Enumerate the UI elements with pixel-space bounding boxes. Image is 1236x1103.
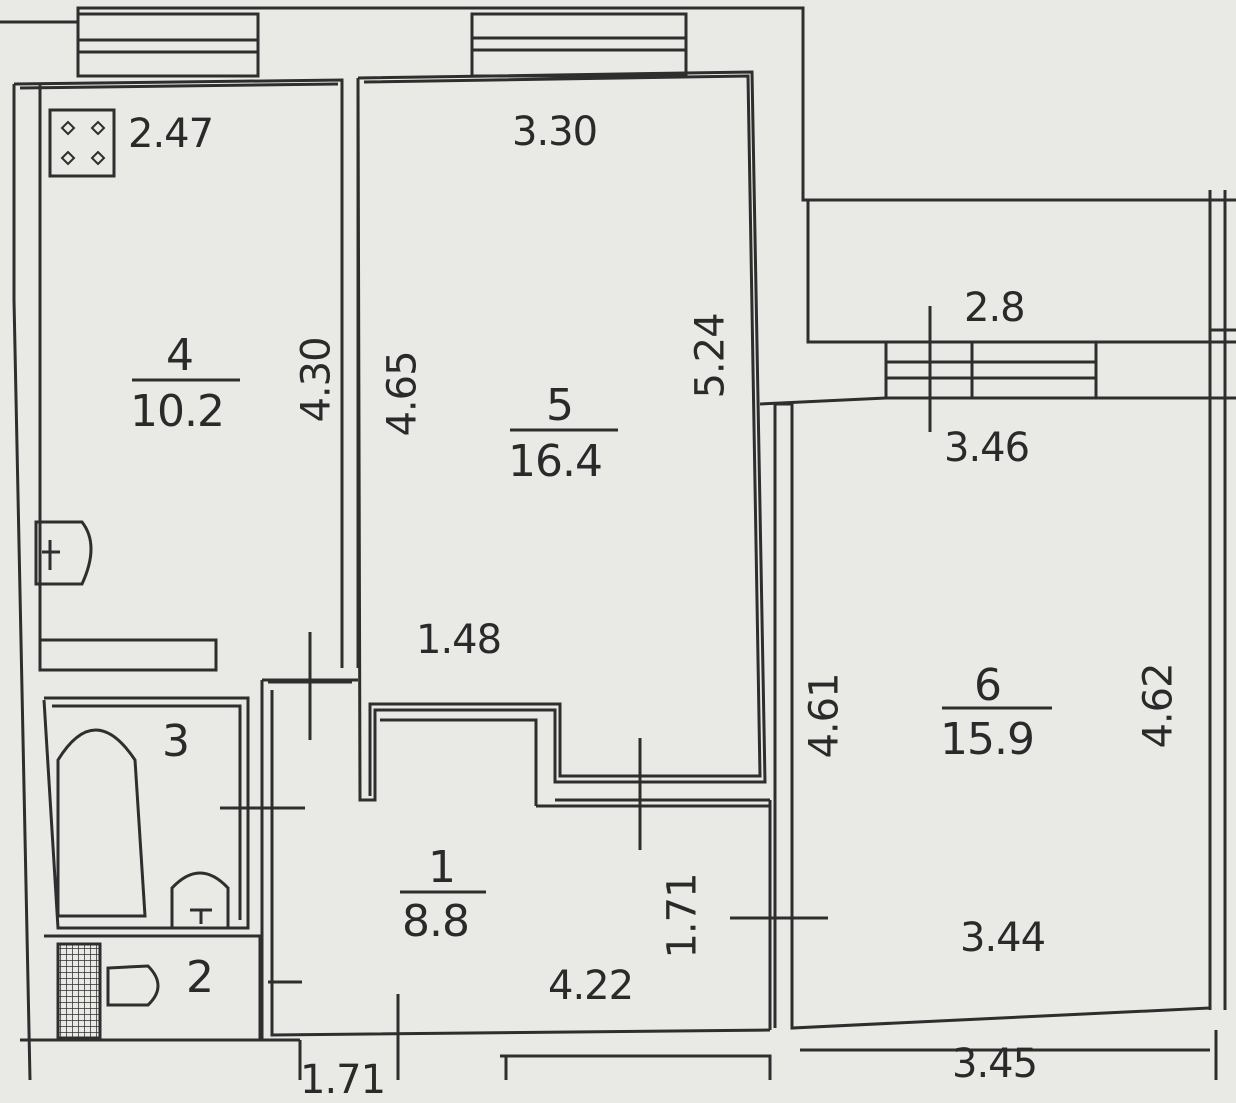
room6-number: 6 (974, 660, 1002, 711)
door-ticks (220, 306, 932, 1080)
walls (0, 6, 1236, 1080)
dim-1-71-bottom: 1.71 (300, 1057, 386, 1103)
outer-wall-top (0, 6, 1236, 202)
window-kitchen (76, 12, 260, 78)
bathtub (56, 728, 147, 918)
room2-number: 2 (186, 952, 214, 1003)
room5-number: 5 (546, 380, 574, 431)
room5-area: 16.4 (508, 436, 603, 487)
stove (48, 108, 116, 178)
dim-4-62: 4.62 (1135, 663, 1182, 749)
sink (34, 520, 93, 586)
outer-wall-left (12, 84, 32, 1080)
room5-walls (356, 70, 767, 802)
toilet (170, 871, 230, 928)
dim-4-30: 4.30 (293, 337, 340, 423)
floor-plan (0, 6, 1236, 1080)
dim-3-45: 3.45 (952, 1041, 1038, 1087)
dim-2-47: 2.47 (128, 111, 214, 157)
dim-1-71-v: 1.71 (659, 873, 706, 959)
dim-3-46: 3.46 (944, 425, 1030, 471)
dim-4-61: 4.61 (801, 673, 848, 759)
wc-grid (56, 942, 102, 1040)
dim-4-65: 4.65 (379, 351, 426, 437)
dim-4-22: 4.22 (548, 963, 634, 1009)
dim-3-44: 3.44 (960, 915, 1046, 961)
fraction-bars (132, 378, 1052, 894)
window-room5 (470, 12, 688, 78)
balcony-door (884, 340, 1098, 400)
dim-5-24: 5.24 (687, 313, 734, 399)
hall-walls (260, 678, 771, 1040)
room4-number: 4 (166, 330, 194, 381)
dim-3-30: 3.30 (512, 109, 598, 155)
room6-walls (775, 398, 1212, 1030)
room6-area: 15.9 (940, 714, 1035, 765)
dim-2-8: 2.8 (964, 285, 1026, 331)
room1-number: 1 (428, 842, 456, 893)
stove-burners (60, 120, 106, 166)
room1-area: 8.8 (402, 896, 470, 947)
dim-1-48: 1.48 (416, 617, 502, 663)
room3-number: 3 (162, 716, 190, 767)
kitchen-walls (13, 78, 344, 672)
room4-area: 10.2 (130, 386, 225, 437)
